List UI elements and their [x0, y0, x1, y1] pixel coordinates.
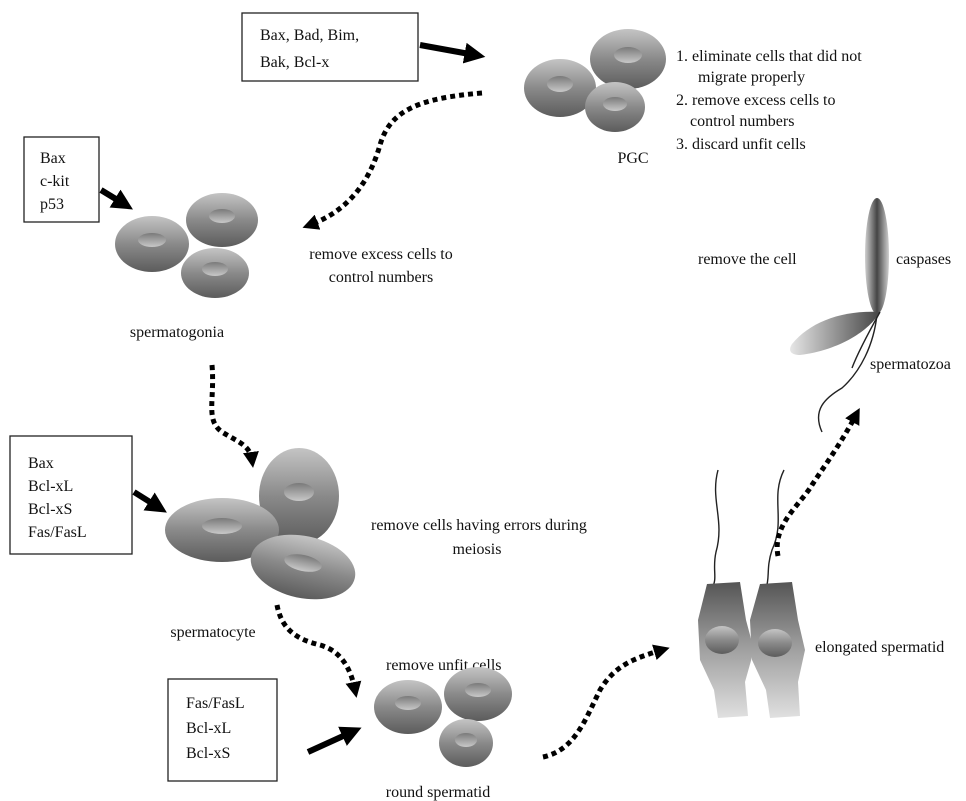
pgc-cells: [524, 29, 666, 132]
cell: [259, 448, 339, 544]
spermatocyte-to-round-spermatid-arrow: [274, 604, 362, 698]
spermatogonia-regulator-box: Bax c-kit p53: [23, 136, 100, 223]
spermatocyte-cells: [165, 448, 356, 600]
regulator-text: Fas/FasL: [28, 524, 87, 541]
spermatogonia-annotation: remove excess cells to: [309, 246, 453, 263]
regulator-text: Bcl-xL: [186, 720, 231, 737]
cell: [186, 193, 258, 247]
spermatogonia-label: spermatogonia: [130, 324, 224, 341]
pgc-label: PGC: [617, 150, 648, 167]
pgc-function-text: 3. discard unfit cells: [676, 136, 806, 153]
elongated-spermatid-cells: [698, 469, 805, 718]
pgc-to-spermatogonia-arrow: [302, 90, 483, 230]
spermatozoa-annotation: remove the cell: [698, 251, 797, 268]
spermatogonia-annotation: control numbers: [329, 269, 433, 286]
pgc-function-text: control numbers: [690, 113, 794, 130]
regulator-text: Bax, Bad, Bim,: [260, 27, 359, 44]
spermatozoa-label: spermatozoa: [870, 356, 951, 373]
pgc-function-text: 2. remove excess cells to: [676, 92, 836, 109]
elongated-to-spermatozoa-arrow: [774, 407, 860, 557]
regulator-text: Bcl-xS: [186, 745, 230, 762]
regulator-text: c-kit: [40, 173, 70, 190]
sperm-tilted: [790, 311, 881, 369]
regulator-text: Bcl-xS: [28, 501, 72, 518]
cell: [374, 680, 442, 734]
spermatocyte-label: spermatocyte: [170, 624, 255, 641]
pgc-function-list: 1. eliminate cells that did not migrate …: [676, 48, 862, 153]
cell: [590, 29, 666, 89]
cell: [181, 248, 249, 298]
regulator-text: Fas/FasL: [186, 695, 245, 712]
round-spermatid-cells: [374, 667, 512, 767]
pgc-regulator-arrow: [419, 42, 486, 64]
pgc-function-text: 1. eliminate cells that did not: [676, 48, 862, 65]
spermatocyte-annotation: remove cells having errors during: [371, 517, 587, 534]
elongated-cell-left: [698, 469, 754, 718]
elongated-spermatid-label: elongated spermatid: [815, 639, 944, 656]
spermatogonia-to-spermatocyte-arrow: [209, 364, 259, 468]
round-to-elongated-arrow: [542, 644, 670, 760]
spermatogonia-regulator-arrow: [99, 187, 133, 210]
round-spermatid-label: round spermatid: [386, 784, 490, 801]
spermatocyte-regulator-box: Bax Bcl-xL Bcl-xS Fas/FasL: [9, 435, 133, 555]
pgc-function-text: migrate properly: [698, 69, 805, 86]
caspases-label: caspases: [896, 251, 951, 268]
spermatogonia-cells: [115, 193, 258, 298]
spermatozoa-cells: [790, 198, 889, 433]
spermatocyte-regulator-arrow: [132, 489, 167, 513]
cell: [165, 498, 279, 562]
cell: [439, 719, 493, 767]
cell: [250, 534, 356, 600]
regulator-text: Bcl-xL: [28, 478, 73, 495]
cell: [524, 59, 596, 117]
pgc-regulator-box: Bax, Bad, Bim, Bak, Bcl-x: [241, 12, 419, 82]
spermatocyte-annotation: meiosis: [453, 541, 502, 558]
cell: [115, 216, 189, 272]
regulator-text: Bax: [28, 455, 54, 472]
elongated-cell-right: [750, 469, 805, 718]
regulator-text: Bak, Bcl-x: [260, 54, 329, 71]
cell: [444, 667, 512, 721]
sperm-upright: [817, 198, 889, 433]
round-spermatid-regulator-box: Fas/FasL Bcl-xL Bcl-xS: [167, 678, 278, 782]
cell: [585, 82, 645, 132]
regulator-text: Bax: [40, 150, 66, 167]
regulator-text: p53: [40, 196, 64, 213]
round-spermatid-regulator-arrow: [306, 726, 362, 755]
